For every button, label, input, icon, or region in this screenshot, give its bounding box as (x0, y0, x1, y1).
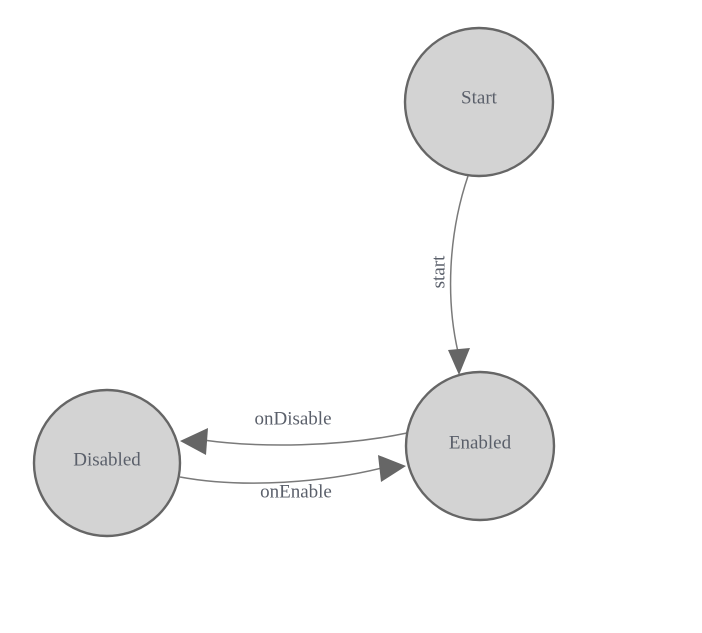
edge-path-enabled-to-disabled (202, 432, 408, 446)
edge-label-on-disable: onDisable (254, 408, 331, 429)
state-node-disabled[interactable]: Disabled (32, 388, 182, 538)
state-node-disabled-circle (32, 388, 182, 538)
state-node-start[interactable]: Start (403, 26, 555, 178)
edge-label-on-enable: onEnable (260, 481, 332, 502)
edge-path-disabled-to-enabled (179, 467, 383, 484)
state-node-disabled-label: Disabled (73, 449, 141, 470)
state-node-enabled-circle (404, 370, 556, 522)
arrowhead-icon-enabled-to-disabled (180, 428, 208, 455)
edge-path-start-to-enabled (449, 175, 469, 353)
state-node-start-label: Start (461, 87, 498, 108)
edge-enabled-to-disabled[interactable]: onDisable (180, 408, 408, 455)
arrowhead-icon-disabled-to-enabled (378, 455, 406, 482)
state-node-enabled[interactable]: Enabled (404, 370, 556, 522)
edge-start-to-enabled[interactable]: start (428, 175, 470, 375)
state-node-start-circle (403, 26, 555, 178)
edge-label-start: start (428, 255, 449, 288)
state-node-enabled-label: Enabled (449, 432, 512, 453)
arrowhead-icon-start-to-enabled (448, 348, 470, 375)
edge-disabled-to-enabled[interactable]: onEnable (179, 455, 406, 502)
